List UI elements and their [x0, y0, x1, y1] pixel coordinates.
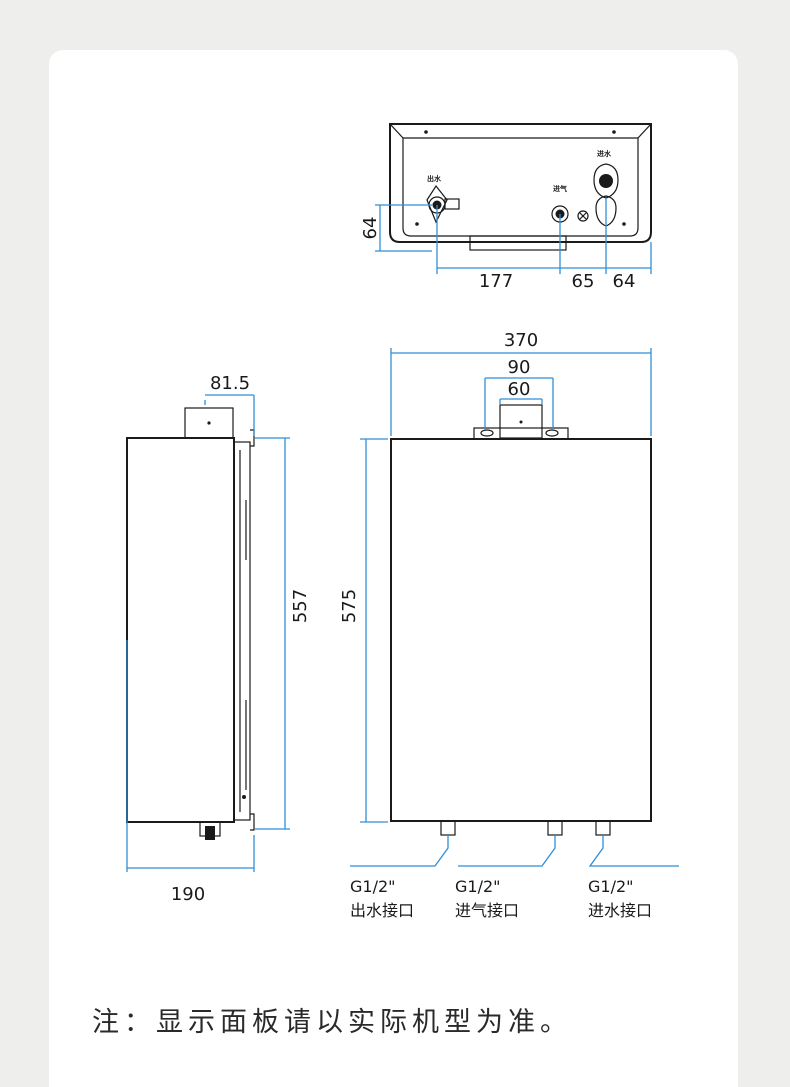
cold-water-inlet-icon: [593, 163, 619, 227]
bottom-dim-65: 65: [572, 271, 595, 292]
port-spec: G1/2": [588, 877, 634, 896]
bottom-dim-64: 64: [613, 271, 636, 292]
port-label-gas: G1/2" 进气接口: [455, 877, 519, 920]
bottom-height-dim: 64: [360, 217, 381, 240]
bottom-view-outline: [389, 123, 652, 243]
disclaimer-note: 注：显示面板请以实际机型为准。: [92, 1007, 572, 1038]
front-bracket-inner-dim: 60: [508, 379, 531, 400]
side-top-offset-dim: 81.5: [210, 373, 250, 394]
front-width-dim: 370: [504, 330, 538, 351]
port-label-cold-water: G1/2" 进水接口: [588, 877, 652, 920]
gas-inlet-icon: [551, 205, 589, 223]
bottom-view-bracket: [469, 235, 567, 251]
gas-inlet-label: 进气: [553, 184, 567, 193]
front-view-bracket: [473, 404, 569, 440]
port-name: 进气接口: [455, 901, 519, 920]
side-view: 81.5 557 190: [126, 373, 311, 905]
front-bracket-outer-dim: 90: [508, 357, 531, 378]
port-name: 进水接口: [588, 901, 652, 920]
front-view-body: [390, 438, 652, 822]
side-depth-dim: 190: [171, 884, 205, 905]
front-height-dim: 575: [339, 589, 360, 623]
port-spec: G1/2": [455, 877, 501, 896]
side-view-body: [126, 437, 235, 823]
port-spec: G1/2": [350, 877, 396, 896]
side-height-dim: 557: [290, 589, 311, 623]
bottom-view: 出水 进气 进水 64 177 65: [360, 123, 652, 292]
hot-water-label: 出水: [427, 174, 442, 183]
hot-water-outlet-icon: [426, 184, 460, 224]
cold-water-label: 进水: [597, 149, 612, 158]
side-view-dimensions: [126, 394, 290, 872]
front-view-fittings: [440, 820, 611, 836]
port-label-hot-water: G1/2" 出水接口: [350, 877, 414, 920]
front-view-dimensions: [350, 348, 679, 867]
port-name: 出水接口: [350, 901, 414, 920]
front-view: 370 90 60 575 G1/2" 出水接口 G1/2" 进气接口 G1/2…: [339, 330, 679, 920]
bottom-dim-177: 177: [479, 271, 513, 292]
side-view-connector: [199, 821, 221, 840]
bottom-view-dimensions: [375, 198, 652, 274]
